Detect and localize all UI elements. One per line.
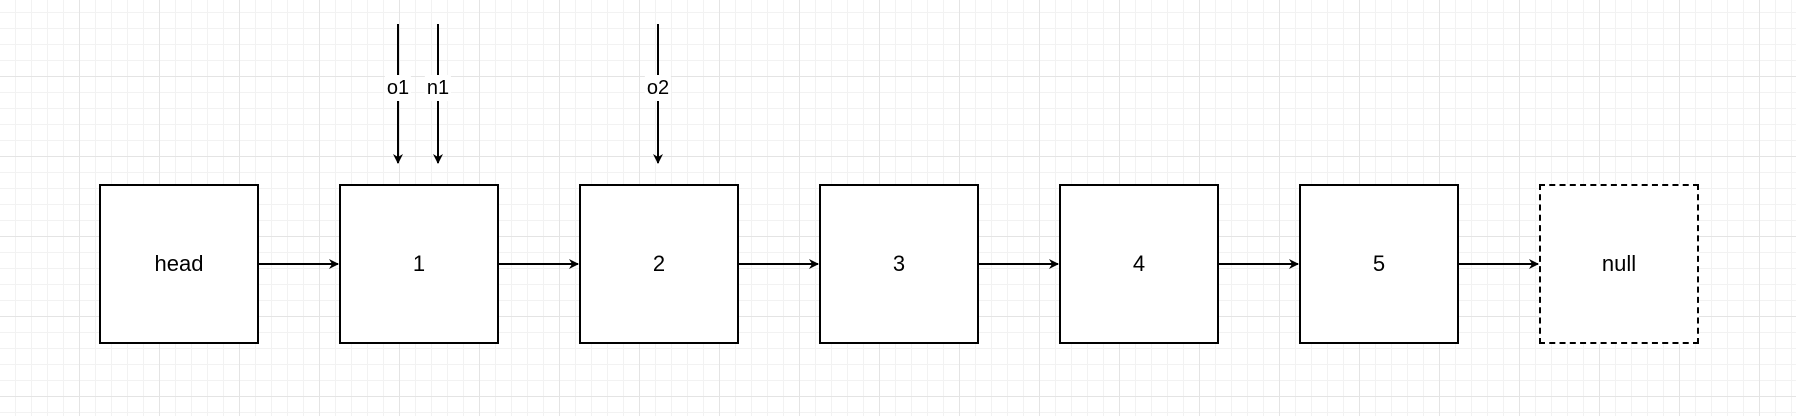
node-null[interactable]: null [1539, 184, 1699, 344]
node-3[interactable]: 3 [819, 184, 979, 344]
node-label: 1 [412, 251, 426, 276]
node-head[interactable]: head [99, 184, 259, 344]
node-label: head [154, 251, 204, 276]
node-5[interactable]: 5 [1299, 184, 1459, 344]
node-1[interactable]: 1 [339, 184, 499, 344]
node-4[interactable]: 4 [1059, 184, 1219, 344]
node-label: 4 [1132, 251, 1146, 276]
node-label: 2 [652, 251, 666, 276]
node-label: 3 [892, 251, 906, 276]
node-2[interactable]: 2 [579, 184, 739, 344]
pointer-label-o1: o1 [384, 75, 412, 101]
pointer-label-n1: n1 [424, 75, 452, 101]
node-label: 5 [1372, 251, 1386, 276]
node-label: null [1601, 251, 1637, 276]
pointer-label-o2: o2 [644, 75, 672, 101]
